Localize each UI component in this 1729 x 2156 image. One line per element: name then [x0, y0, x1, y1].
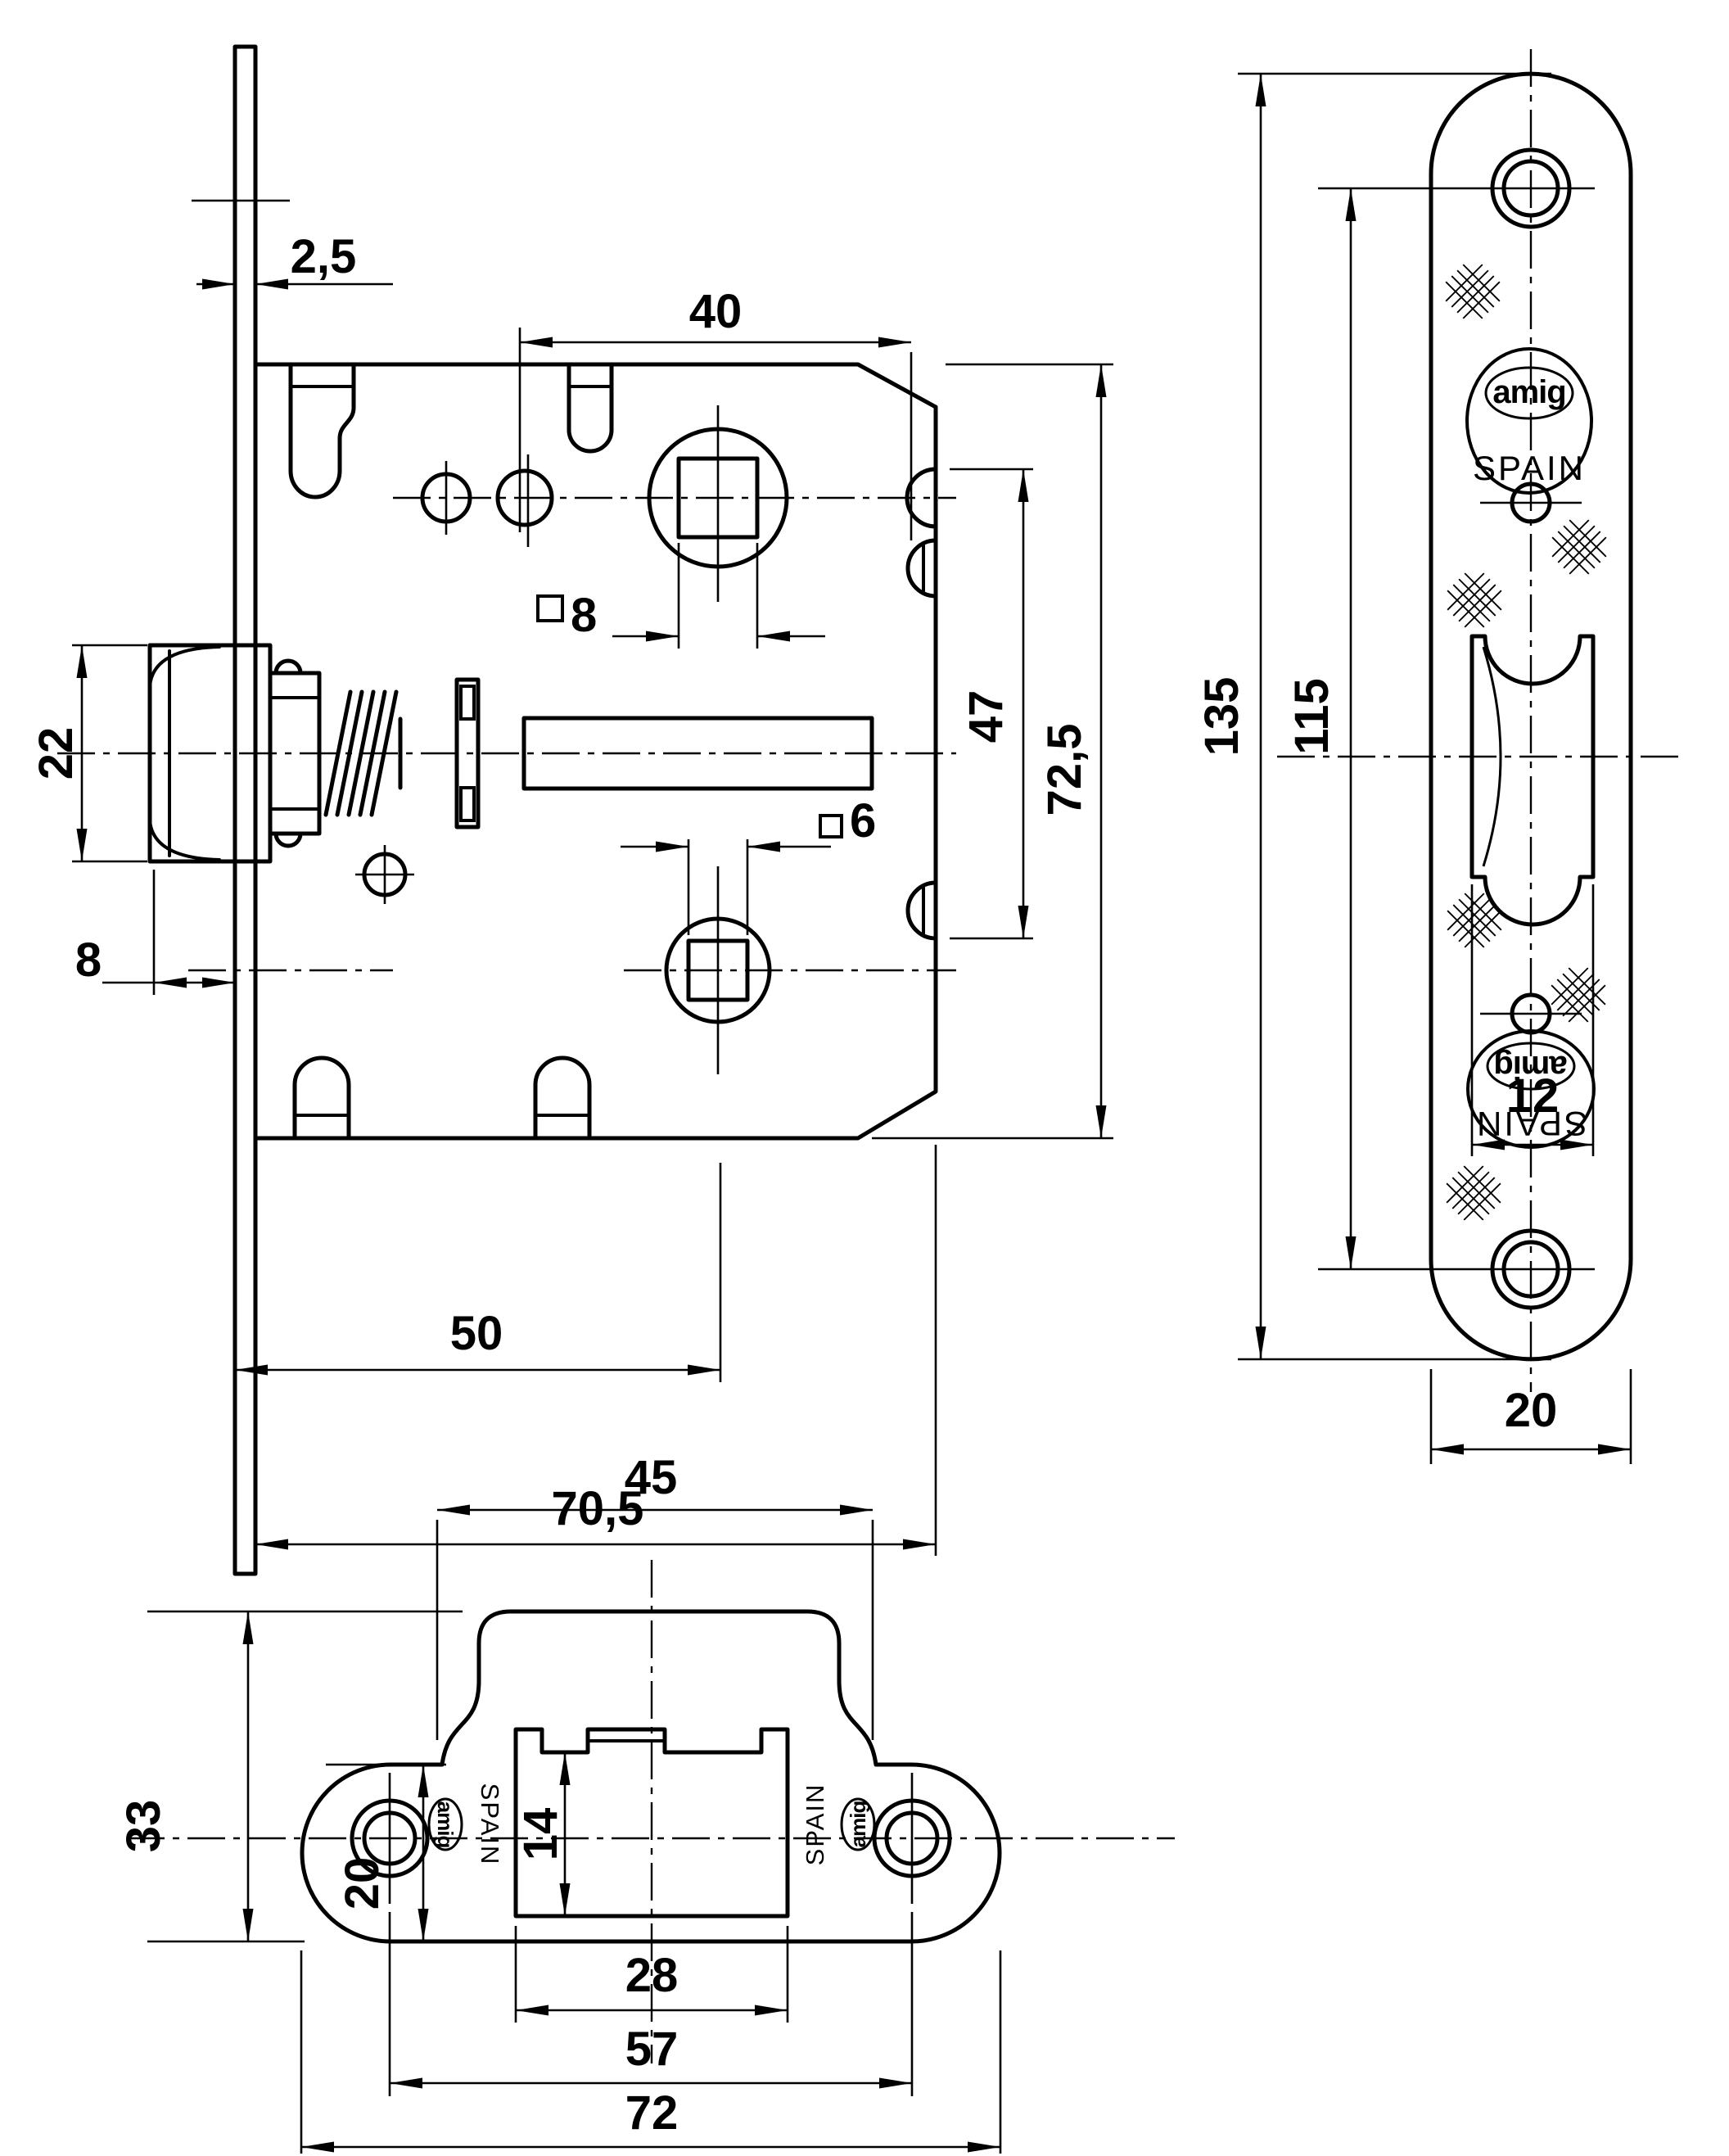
country-text: SPAIN	[476, 1783, 504, 1866]
hatch-mark	[1446, 1165, 1501, 1221]
dim-screw-spacing: 115	[1285, 678, 1339, 755]
amig-logo-top: amig SPAIN	[1465, 347, 1593, 495]
lock-body-dimensions: 2,5 40 8 22 8	[29, 230, 1113, 1556]
dim-latch-height: 22	[29, 727, 83, 780]
lock-body-view: 2,5 40 8 22 8	[29, 44, 1113, 1576]
dim-tab-width: 45	[625, 1451, 678, 1504]
dim-latch-offset: 8	[75, 933, 102, 987]
amig-logo-strike-right: amig SPAIN	[801, 1783, 876, 1866]
dim-strike-width: 72	[625, 2086, 679, 2140]
hatch-mark	[1551, 519, 1607, 575]
strike-latch-opening	[513, 1727, 790, 1919]
brand-text: amig	[433, 1801, 458, 1848]
faceplate-outline	[1429, 71, 1633, 1362]
country-text: SPAIN	[1473, 449, 1586, 487]
faceplate-dimensions: 135 115 12 20	[1195, 72, 1632, 1464]
dim-deadbolt-square: 6	[850, 794, 876, 847]
country-text: SPAIN	[801, 1783, 829, 1866]
brand-text: amig	[846, 1801, 870, 1848]
dim-faceplate-thickness: 2,5	[291, 230, 357, 283]
dim-hub-distance: 47	[959, 690, 1013, 744]
lock-case-outline	[253, 362, 938, 1141]
brand-text: amig	[1492, 374, 1565, 410]
latch-opening	[1469, 634, 1596, 927]
dim-backset: 50	[450, 1307, 503, 1360]
fixing-holes	[355, 454, 554, 904]
amig-logo-strike-left: amig SPAIN	[427, 1783, 504, 1866]
faceplate-view: amig SPAIN amig SPAIN 135 115 12	[1195, 49, 1683, 1464]
dim-faceplate-width: 20	[1505, 1384, 1558, 1437]
dim-latch-width: 12	[1506, 1069, 1560, 1123]
hatch-mark	[1445, 264, 1501, 319]
bottom-edge-tabs	[292, 1055, 592, 1141]
dim-strike-screw-spacing: 57	[625, 2023, 679, 2076]
dim-strike-plate-height: 20	[336, 1857, 389, 1910]
strike-plate-dimensions: 45 33 20 14 28 57	[117, 1451, 1002, 2154]
hatch-mark	[1447, 572, 1502, 628]
dim-opening-width: 28	[625, 1949, 679, 2002]
dim-hub-span: 40	[689, 285, 743, 338]
dim-strike-height: 33	[117, 1800, 170, 1853]
strike-plate-view: amig SPAIN amig SPAIN 45	[117, 1451, 1175, 2154]
strike-plate-outline	[300, 1609, 1002, 1944]
square-symbol-icon	[536, 594, 564, 622]
brand-text: amig	[1494, 1049, 1567, 1085]
faceplate-edge	[232, 44, 258, 1576]
top-edge-cutouts	[288, 362, 614, 499]
dim-faceplate-length: 135	[1195, 677, 1248, 757]
center-lines	[57, 496, 956, 972]
country-text: SPAIN	[1474, 1105, 1587, 1143]
dim-opening-height: 14	[514, 1808, 567, 1861]
square-symbol-icon	[819, 814, 843, 838]
dim-case-height: 72,5	[1038, 724, 1091, 816]
dim-spindle-square: 8	[571, 589, 597, 642]
spindle-hole-upper	[647, 405, 789, 602]
